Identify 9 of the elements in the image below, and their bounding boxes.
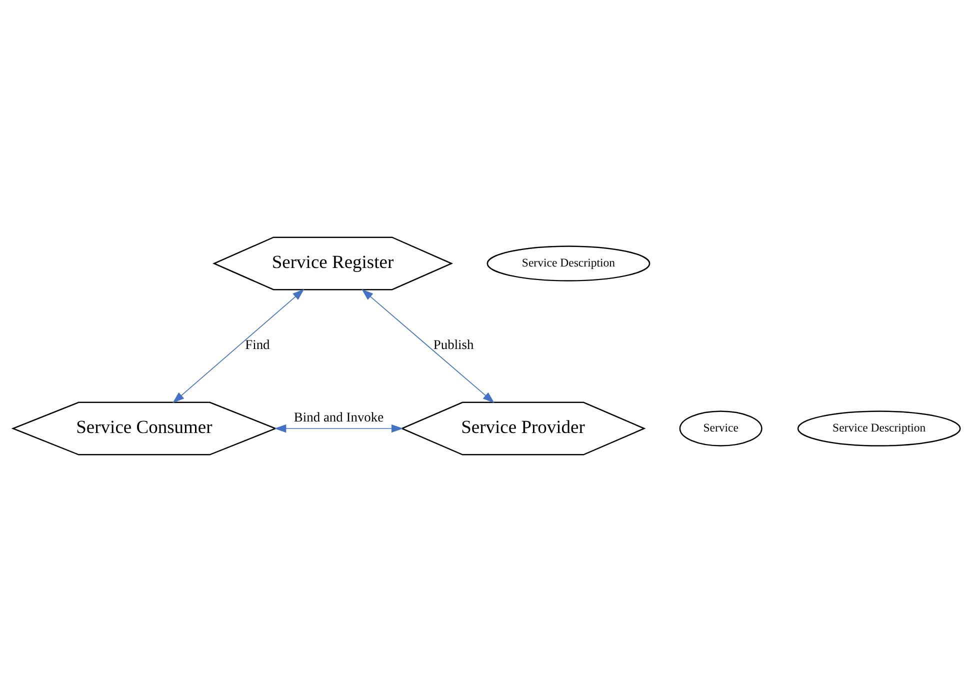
edge-label: Publish (433, 336, 474, 352)
arrow (274, 424, 404, 432)
arrow (362, 288, 494, 403)
edge-label: Bind and Invoke (294, 409, 384, 424)
node-ellipse: Service (679, 410, 762, 446)
node-ellipse: Service Description (486, 245, 650, 281)
edge-label: Find (245, 336, 270, 352)
arrow (172, 288, 304, 403)
node-ellipse: Service Description (797, 410, 961, 446)
